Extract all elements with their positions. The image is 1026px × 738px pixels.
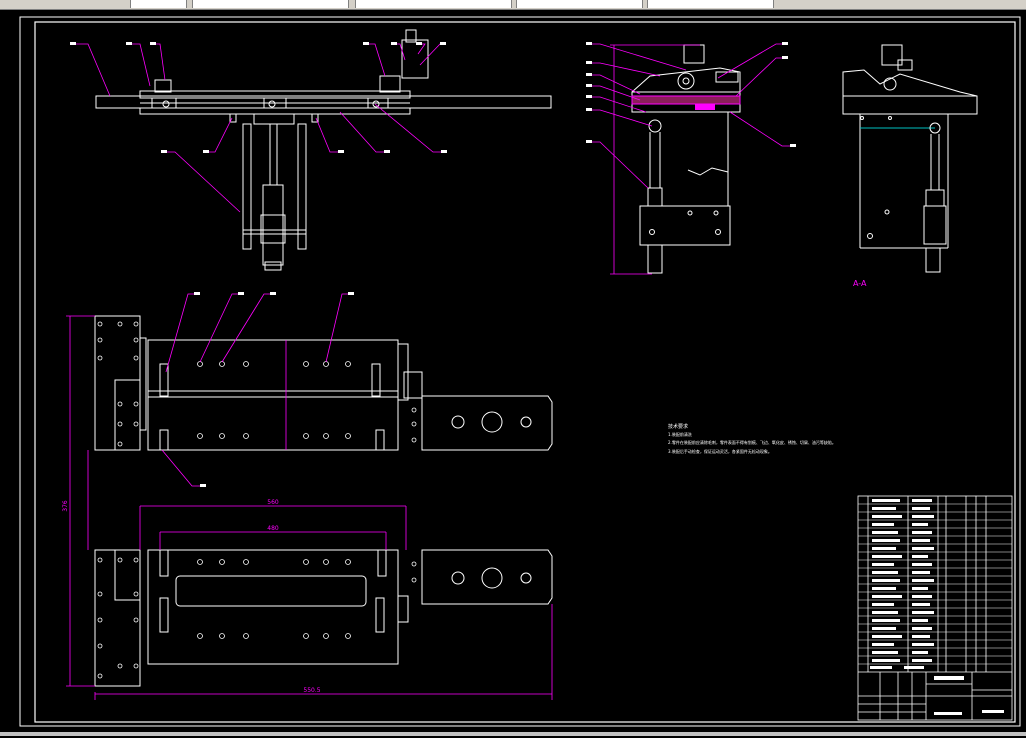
toolbar-style-field[interactable]	[355, 0, 512, 8]
side-view	[631, 44, 741, 274]
note-3: 3.装配后手动检查，保证运动灵活，各紧固件无松动现象。	[668, 448, 772, 454]
plan-view-upper-balloons	[194, 292, 354, 487]
dim-width-inner: 480	[267, 525, 279, 532]
toolbar	[0, 0, 1026, 10]
bom-rows	[858, 503, 1012, 665]
front-view-balloons	[70, 42, 447, 153]
drawing-canvas[interactable]: A-A	[0, 10, 1026, 734]
section-view	[842, 44, 978, 273]
plan-view-lower-holes	[97, 557, 417, 679]
plan-view-lower	[94, 549, 553, 687]
note-1: 1.装配前清洗	[668, 431, 692, 437]
outer-border	[19, 16, 1021, 727]
bom-text-marks	[870, 499, 1004, 715]
note-2: 2.零件在装配前应清除毛刺，零件表面不得有划痕、飞边、氧化皮、锈蚀、切屑、油污等…	[668, 439, 836, 445]
cad-drawing: A-A	[19, 16, 1021, 727]
toolbar-icon-group[interactable]	[130, 0, 187, 8]
technical-notes: 技术要求 1.装配前清洗 2.零件在装配前应清除毛刺，零件表面不得有划痕、飞边、…	[668, 423, 836, 454]
dim-height-left: 376	[62, 500, 69, 512]
dim-overall-length: 550.5	[303, 687, 320, 694]
section-label: A-A	[853, 279, 867, 288]
side-view-balloons	[586, 42, 796, 147]
dim-width-top: 560	[267, 499, 279, 506]
notes-title: 技术要求	[668, 423, 688, 430]
toolbar-linetype-field[interactable]	[516, 0, 643, 8]
toolbar-lineweight-field[interactable]	[647, 0, 774, 8]
drawing-frame	[34, 21, 1016, 723]
toolbar-layer-field[interactable]	[192, 0, 349, 8]
plan-view-upper-leaders	[161, 293, 350, 487]
side-view-leaders	[590, 43, 792, 275]
front-view	[95, 29, 552, 271]
status-bar	[0, 732, 1026, 736]
plan-view-upper	[94, 315, 553, 451]
dimension-lines	[66, 315, 553, 700]
front-view-leaders	[72, 43, 443, 213]
